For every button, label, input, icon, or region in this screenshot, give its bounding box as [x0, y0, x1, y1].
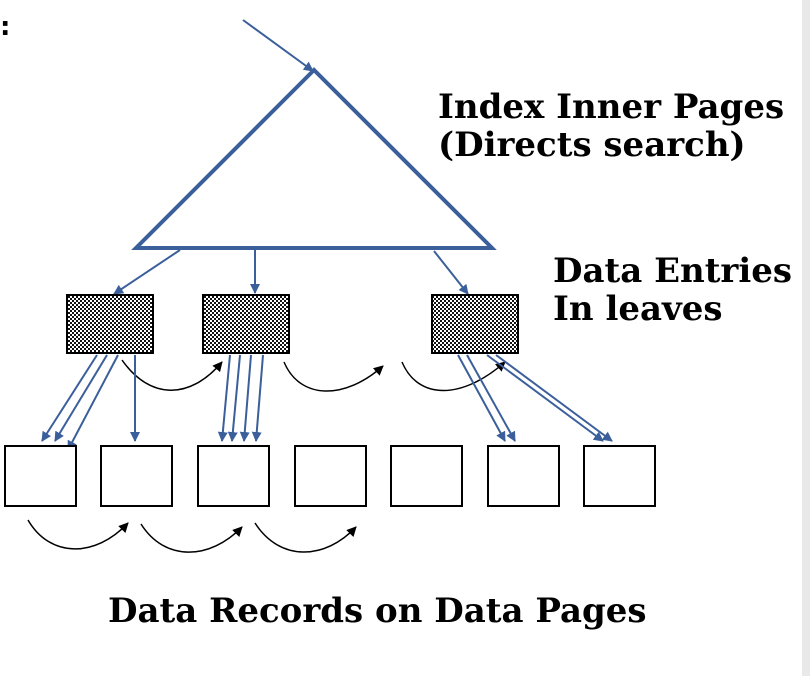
leaf-link-3-arrow: [401, 361, 506, 392]
index-inner-pages-label: Index Inner Pages (Directs search): [438, 88, 784, 164]
index-inner-pages-triangle: [131, 67, 497, 250]
leaf3-record-arrow-1: [457, 354, 506, 442]
data-entries-label-line1: Data Entries: [553, 251, 793, 291]
root-entry-arrow: [242, 19, 314, 72]
data-page-1: [4, 445, 77, 507]
index-inner-label-line2: (Directs search): [438, 125, 746, 166]
leaf2-record-arrow-4: [251, 354, 264, 442]
corner-mark: :: [0, 12, 11, 42]
leaf-page-3: [431, 294, 519, 354]
leaf2-record-arrow-3: [239, 354, 252, 442]
data-page-5: [390, 445, 463, 507]
leaf2-record-arrow-2: [227, 354, 241, 442]
leaf2-record-arrow-1: [217, 354, 231, 442]
scrollbar-edge: [802, 0, 810, 676]
page-link-2-arrow: [140, 523, 243, 553]
inner-to-leaf-1-arrow: [113, 249, 181, 295]
data-page-3: [197, 445, 270, 507]
leaf-page-1: [66, 294, 154, 354]
data-page-6: [487, 445, 560, 507]
data-entries-label: Data Entries In leaves: [553, 252, 792, 328]
leaf1-record-arrow-2: [54, 354, 108, 442]
leaf-link-2-arrow: [283, 361, 384, 392]
leaf-page-2: [202, 294, 290, 354]
inner-to-leaf-3-arrow: [433, 250, 469, 295]
data-entries-label-line2: In leaves: [553, 289, 723, 330]
index-inner-label-line1: Index Inner Pages: [438, 87, 785, 127]
leaf3-record-arrow-4: [495, 354, 613, 442]
page-link-1-arrow: [27, 519, 129, 550]
leaf1-record-arrow-1: [41, 354, 98, 442]
data-page-7: [583, 445, 656, 507]
data-page-4: [294, 445, 367, 507]
leaf3-record-arrow-2: [466, 354, 516, 442]
data-page-2: [100, 445, 173, 507]
leaf-link-1-arrow: [121, 359, 223, 391]
page-link-3-arrow: [254, 522, 357, 553]
leaf3-record-arrow-3: [486, 354, 604, 442]
leaf1-record-arrow-3: [67, 354, 119, 451]
data-records-label: Data Records on Data Pages: [108, 591, 647, 631]
